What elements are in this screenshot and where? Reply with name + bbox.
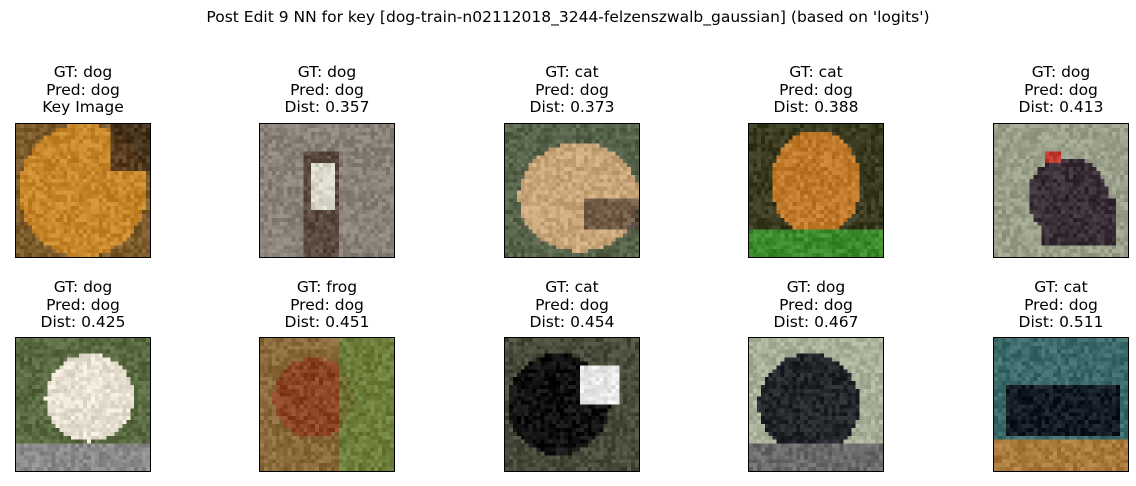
panel-dist-label: Key Image — [42, 98, 124, 116]
pomeranian-dog-image — [15, 123, 151, 258]
black-dog-sitting-image — [993, 123, 1129, 258]
panel-pred-label: Pred: dog — [779, 295, 853, 314]
panel-gt-label: GT: dog — [53, 63, 113, 81]
figure-title: Post Edit 9 NN for key [dog-train-n02112… — [206, 8, 930, 26]
panel-pred-label: Pred: dog — [535, 295, 609, 314]
panel-pred-label: Pred: dog — [46, 80, 120, 99]
panel-pred-label: Pred: dog — [290, 80, 364, 99]
panel-dist-label: Dist: 0.454 — [529, 313, 615, 331]
panel-pred-label: Pred: dog — [46, 295, 120, 314]
panel-dist-label: Dist: 0.413 — [1018, 98, 1104, 116]
blurry-frog-image — [259, 337, 395, 472]
lioness-head-image — [504, 123, 640, 258]
panel-gt-label: GT: cat — [545, 278, 599, 296]
panel-gt-label: GT: dog — [53, 278, 113, 296]
white-dog-on-rock-image — [15, 337, 151, 472]
panel-gt-label: GT: frog — [296, 278, 358, 296]
tiger-walking-image — [748, 123, 884, 258]
panel-gt-label: GT: dog — [1031, 63, 1091, 81]
panel-gt-label: GT: dog — [786, 278, 846, 296]
panel-dist-label: Dist: 0.388 — [773, 98, 859, 116]
panel-pred-label: Pred: dog — [290, 295, 364, 314]
black-white-cat-image — [504, 337, 640, 472]
black-pug-lying-image — [748, 337, 884, 472]
panel-dist-label: Dist: 0.467 — [773, 313, 859, 331]
panel-dist-label: Dist: 0.373 — [529, 98, 615, 116]
black-cat-lying-image — [993, 337, 1129, 472]
panel-pred-label: Pred: dog — [1024, 295, 1098, 314]
panel-pred-label: Pred: dog — [779, 80, 853, 99]
panel-gt-label: GT: cat — [789, 63, 843, 81]
panel-dist-label: Dist: 0.511 — [1018, 313, 1104, 331]
panel-gt-label: GT: cat — [545, 63, 599, 81]
panel-pred-label: Pred: dog — [1024, 80, 1098, 99]
panel-gt-label: GT: cat — [1034, 278, 1088, 296]
panel-pred-label: Pred: dog — [535, 80, 609, 99]
panel-dist-label: Dist: 0.357 — [284, 98, 370, 116]
panel-dist-label: Dist: 0.451 — [284, 313, 370, 331]
panel-dist-label: Dist: 0.425 — [40, 313, 126, 331]
dog-standing-vertical-image — [259, 123, 395, 258]
panel-gt-label: GT: dog — [297, 63, 357, 81]
